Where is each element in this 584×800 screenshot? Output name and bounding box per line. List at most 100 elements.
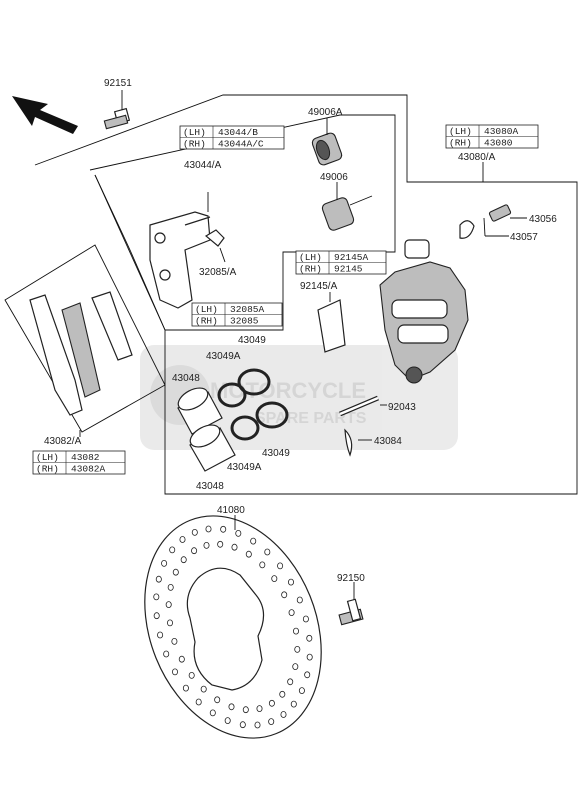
bleeder-43056 bbox=[488, 204, 527, 222]
t92145-side-1: (RH) bbox=[299, 264, 322, 275]
rotor-hole bbox=[288, 609, 295, 616]
label-43082A: 43082/A bbox=[44, 436, 82, 447]
rotor-hole bbox=[191, 547, 198, 555]
table-92145: (LH) 92145A (RH) 92145 bbox=[295, 250, 387, 275]
rotor-hole bbox=[264, 548, 271, 556]
rotor-hole bbox=[298, 687, 305, 694]
label-43044A: 43044/A bbox=[184, 160, 222, 171]
label-92043: 92043 bbox=[388, 402, 416, 413]
label-32085A: 32085/A bbox=[199, 267, 237, 278]
seal-43049A-bot bbox=[230, 415, 260, 441]
rotor-hole bbox=[277, 562, 284, 570]
t32085-side-1: (RH) bbox=[195, 316, 218, 327]
rotor-hole bbox=[242, 706, 249, 714]
rotor-hole bbox=[195, 698, 202, 706]
label-43048-top: 43048 bbox=[172, 373, 200, 384]
label-92151: 92151 bbox=[104, 78, 132, 89]
t43044-part-0: 43044/B bbox=[218, 127, 258, 138]
rotor-hole bbox=[235, 530, 242, 537]
table-32085: (LH) 32085A (RH) 32085 bbox=[191, 302, 283, 327]
front-arrow-icon bbox=[12, 96, 78, 134]
rotor-hole bbox=[268, 699, 275, 707]
rotor-hole bbox=[217, 540, 224, 548]
rotor-hole bbox=[292, 627, 299, 635]
rotor-hole bbox=[239, 721, 246, 729]
label-49006A: 49006A bbox=[308, 107, 343, 118]
rotor-hole bbox=[200, 685, 207, 693]
rotor-hole bbox=[254, 721, 261, 729]
rotor-hole bbox=[161, 560, 168, 567]
rotor-hole bbox=[178, 655, 185, 663]
label-43057: 43057 bbox=[510, 232, 538, 243]
rotor-hole bbox=[259, 561, 266, 569]
bolt-92151 bbox=[103, 90, 131, 130]
t43082-side-1: (RH) bbox=[36, 464, 59, 475]
rotor-hole bbox=[250, 537, 257, 545]
t43082-part-1: 43082A bbox=[71, 464, 106, 475]
bolt-92150 bbox=[338, 582, 364, 626]
rotor-hole bbox=[268, 718, 275, 725]
t32085-side-0: (LH) bbox=[195, 304, 218, 315]
seal-43049-bot bbox=[255, 401, 289, 429]
rotor-hole bbox=[179, 536, 186, 543]
rotor-hole bbox=[279, 690, 286, 698]
rotor-hole bbox=[280, 711, 287, 718]
t43080-part-1: 43080 bbox=[484, 138, 513, 149]
rotor-hole bbox=[172, 568, 179, 576]
t43080-part-0: 43080A bbox=[484, 126, 519, 137]
rotor-hole bbox=[281, 591, 288, 599]
boot-49006A bbox=[311, 118, 343, 166]
label-41080: 41080 bbox=[217, 505, 245, 516]
t43044-part-1: 43044A/C bbox=[218, 139, 264, 150]
rotor-hole bbox=[304, 671, 311, 679]
spring-92145A bbox=[317, 292, 346, 353]
rotor-hole bbox=[165, 601, 172, 608]
rotor-hole bbox=[203, 542, 210, 549]
rotor-hole bbox=[228, 703, 235, 711]
rotor-hole bbox=[271, 575, 278, 582]
label-43056: 43056 bbox=[529, 214, 557, 225]
t92145-side-0: (LH) bbox=[299, 252, 322, 263]
t43082-part-0: 43082 bbox=[71, 452, 100, 463]
t43082-side-0: (LH) bbox=[36, 452, 59, 463]
label-92150: 92150 bbox=[337, 573, 365, 584]
t43044-side-0: (LH) bbox=[183, 127, 206, 138]
rotor-hole bbox=[224, 717, 231, 724]
caliper-43080A bbox=[379, 162, 484, 384]
rotor-hole bbox=[296, 596, 303, 604]
rotor-hole bbox=[306, 634, 313, 642]
label-43049-bot: 43049 bbox=[262, 448, 290, 459]
rotor-hole bbox=[205, 525, 212, 533]
clip-32085A bbox=[204, 229, 226, 263]
t32085-part-0: 32085A bbox=[230, 304, 265, 315]
table-43082: (LH) 43082 (RH) 43082A bbox=[32, 450, 126, 475]
rotor-hole bbox=[287, 678, 294, 686]
rotor-41080 bbox=[144, 515, 322, 739]
cap-43057 bbox=[459, 220, 509, 239]
t92145-part-1: 92145 bbox=[334, 264, 363, 275]
watermark-line1: MOTORCYCLE bbox=[210, 378, 366, 403]
rotor-hole bbox=[209, 709, 216, 717]
label-43080A: 43080/A bbox=[458, 152, 496, 163]
rotor-hole bbox=[302, 615, 309, 623]
rotor-hole bbox=[180, 556, 187, 564]
t43080-side-1: (RH) bbox=[449, 138, 472, 149]
t32085-part-1: 32085 bbox=[230, 316, 259, 327]
rotor-hole bbox=[220, 525, 227, 533]
t43080-side-0: (LH) bbox=[449, 126, 472, 137]
label-43049-top: 43049 bbox=[238, 335, 266, 346]
label-43084: 43084 bbox=[374, 436, 402, 447]
rotor-hole bbox=[245, 550, 252, 558]
rotor-hole bbox=[231, 543, 238, 551]
seal-43049A-top bbox=[217, 382, 247, 408]
watermark-panel bbox=[140, 345, 458, 450]
t43044-side-1: (RH) bbox=[183, 139, 206, 150]
rotor-hole bbox=[155, 575, 162, 583]
rotor-hole bbox=[163, 650, 170, 658]
rotor-hole bbox=[171, 638, 178, 645]
rotor-hole bbox=[169, 546, 176, 554]
rotor-hole bbox=[191, 529, 198, 536]
rotor-hole bbox=[153, 593, 160, 601]
